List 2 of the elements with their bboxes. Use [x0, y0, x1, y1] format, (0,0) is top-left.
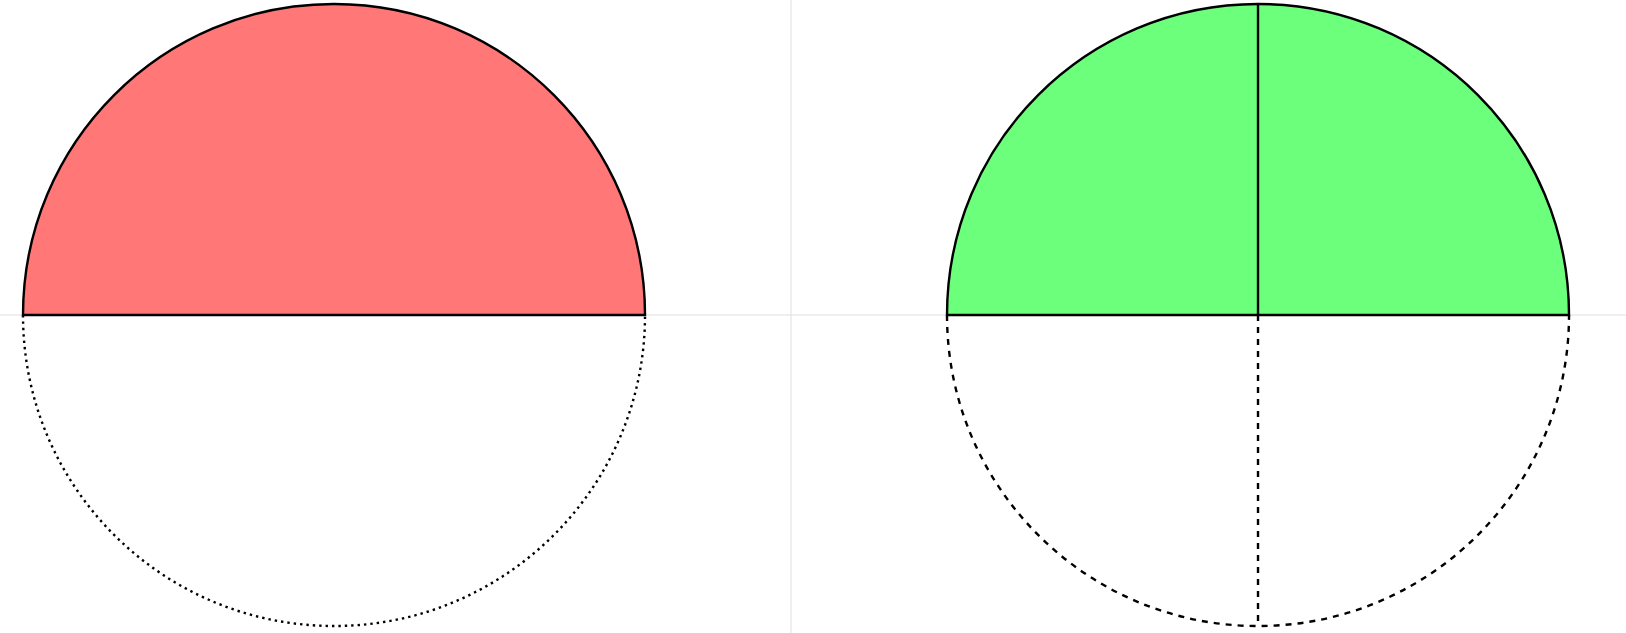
- half-circle-drawing: [945, 2, 1571, 628]
- half-circle-drawing: [21, 2, 647, 628]
